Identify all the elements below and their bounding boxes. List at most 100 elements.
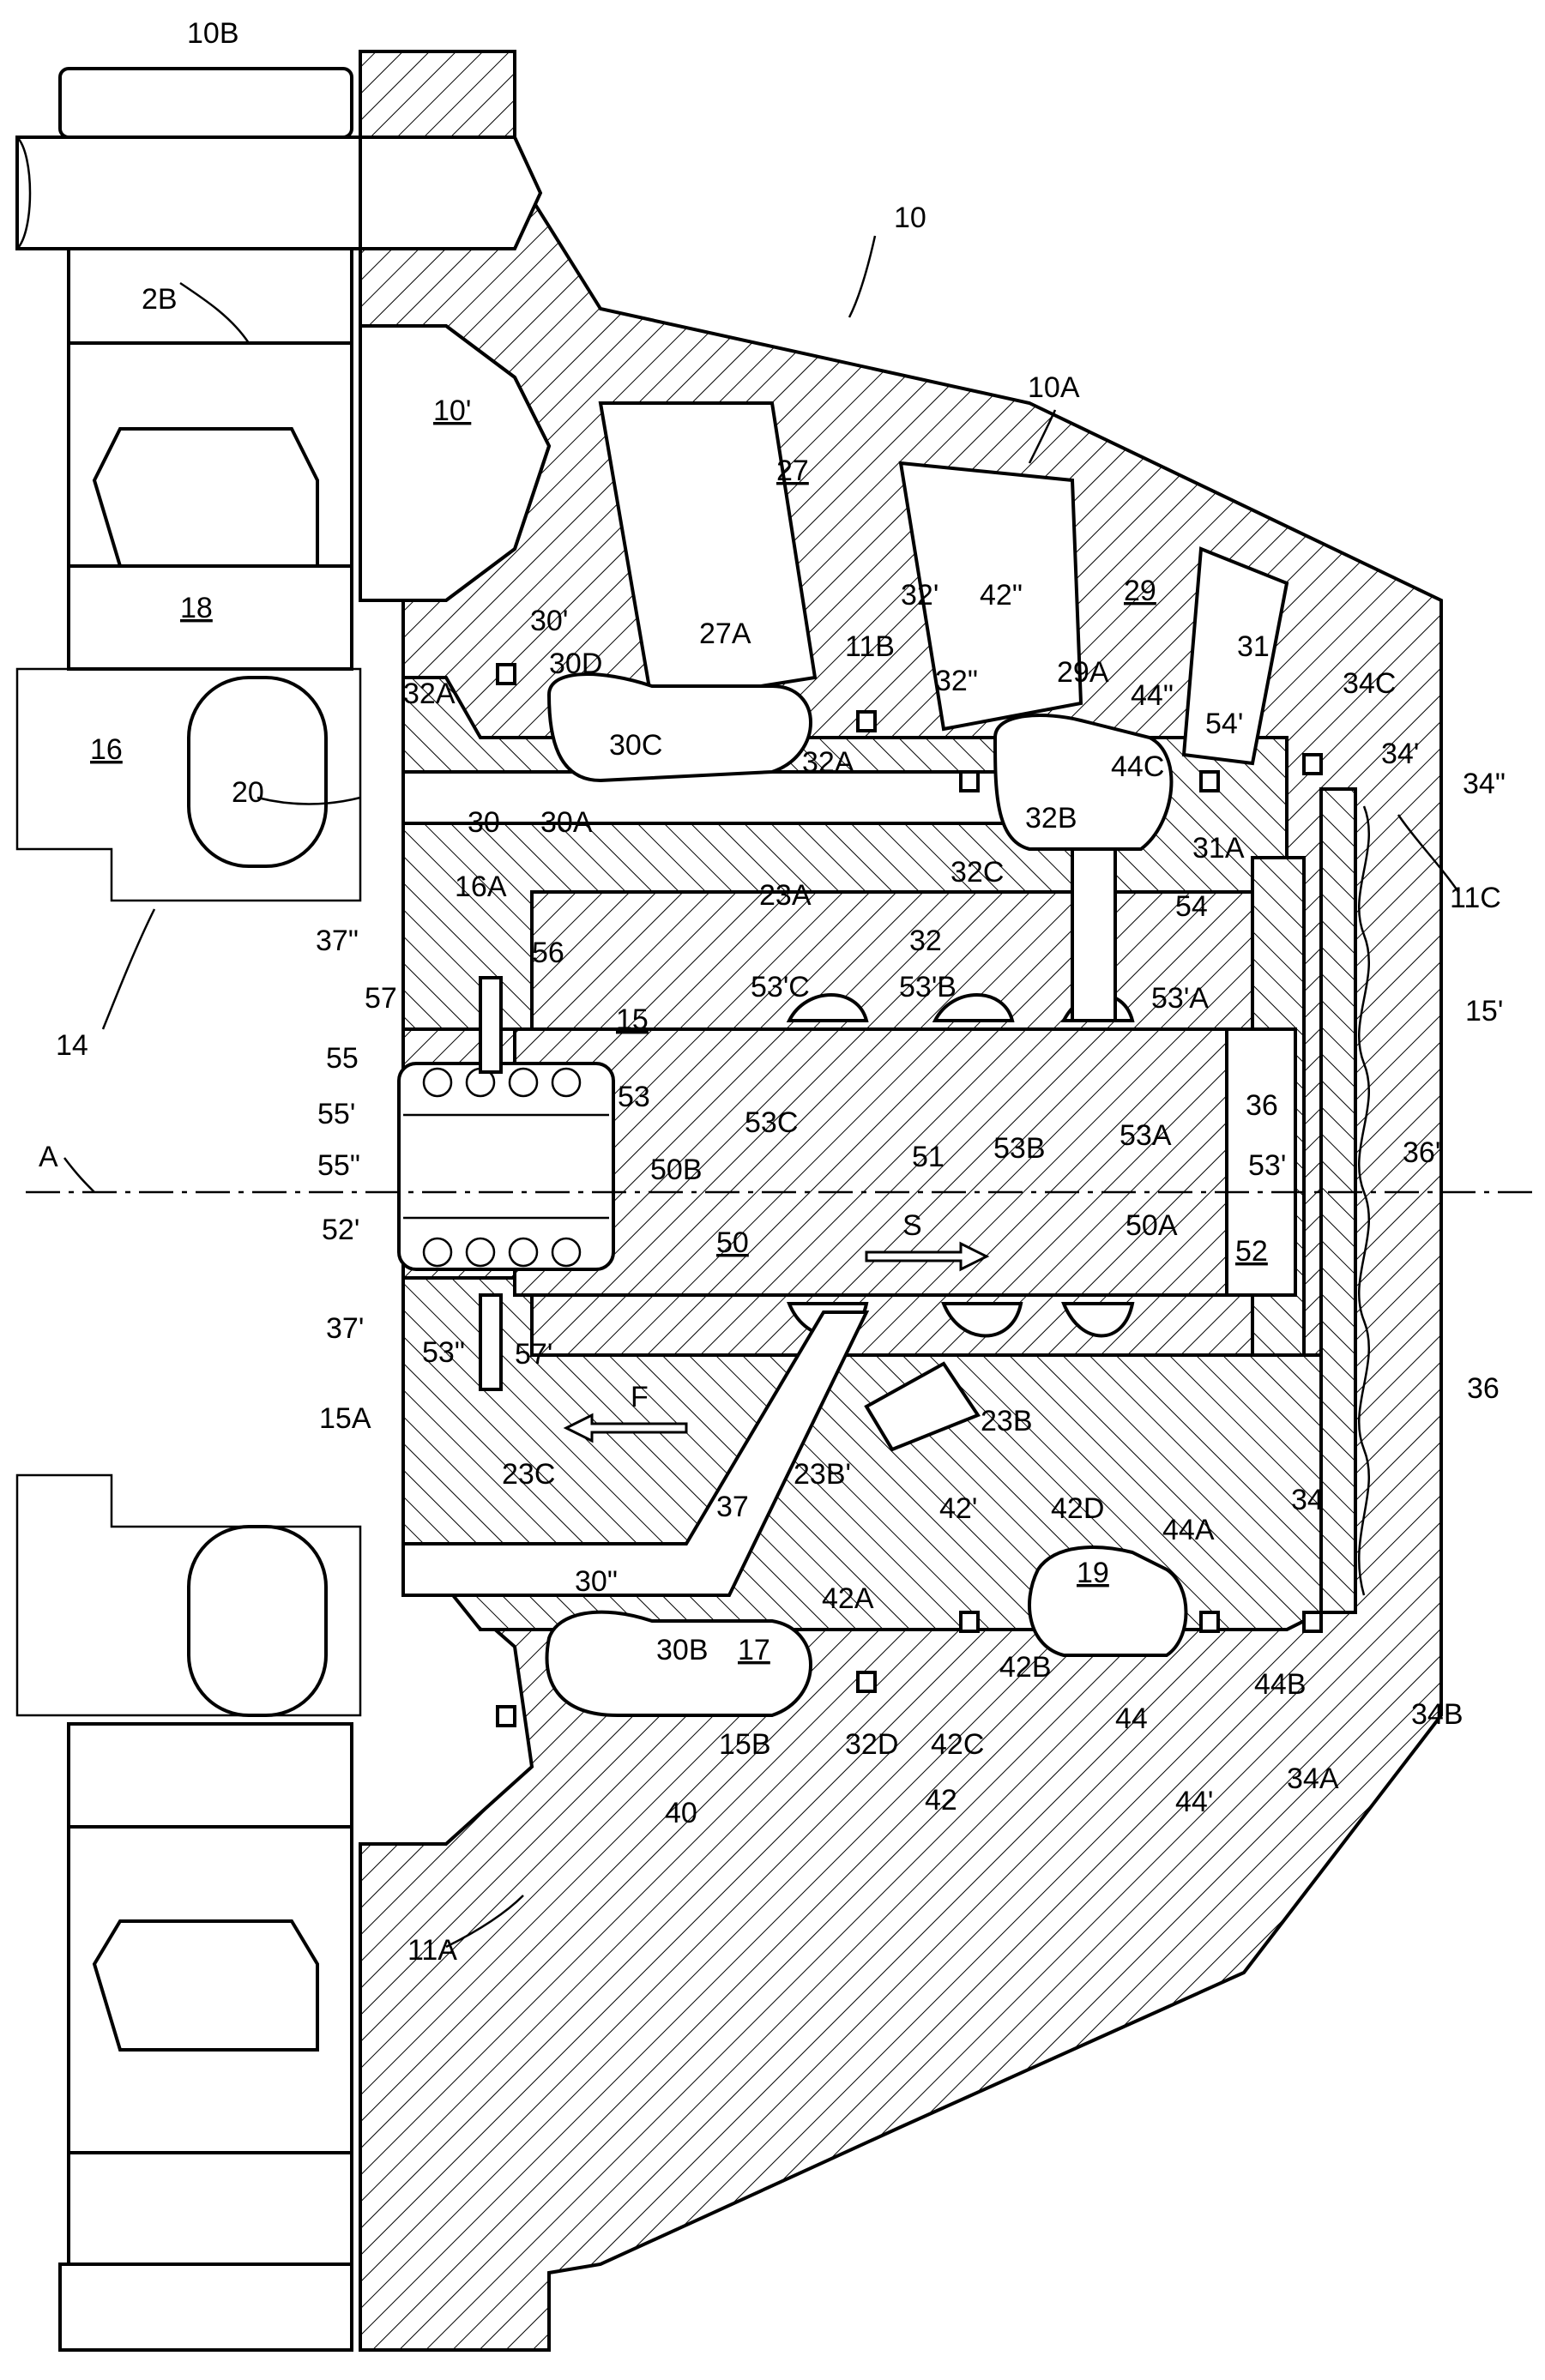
label-11C: 11C: [1450, 882, 1501, 914]
label-34A: 34A: [1287, 1762, 1339, 1795]
label-57: 57: [365, 982, 397, 1015]
label-30: 30: [468, 806, 500, 839]
label-31: 31: [1237, 630, 1270, 663]
label-23A: 23A: [759, 879, 812, 912]
label-53B: 53B: [993, 1132, 1046, 1165]
label-16: 16: [90, 733, 123, 766]
label-50: 50: [716, 1226, 749, 1259]
label-34C: 34C: [1343, 667, 1396, 700]
label-F: F: [631, 1381, 649, 1413]
cover-15-prime: [1321, 789, 1355, 1612]
label-15B: 15B: [719, 1728, 771, 1761]
label-55-prime: 55': [317, 1098, 355, 1130]
label-34: 34: [1291, 1484, 1324, 1516]
label-32C: 32C: [951, 856, 1004, 889]
label-42: 42: [925, 1784, 957, 1817]
valve-57-prime: [480, 1295, 501, 1389]
label-11A: 11A: [407, 1934, 457, 1967]
label-A: A: [39, 1141, 58, 1173]
label-53-prime-C: 53'C: [751, 971, 810, 1003]
label-34-prime: 34': [1381, 738, 1419, 770]
label-54-prime: 54': [1205, 708, 1243, 740]
label-15A: 15A: [319, 1402, 371, 1435]
label-16A: 16A: [455, 871, 507, 903]
label-23B: 23B: [981, 1405, 1033, 1437]
label-42-prime: 42': [939, 1492, 977, 1525]
label-10B: 10B: [187, 17, 239, 50]
valve-57: [480, 978, 501, 1072]
label-27A: 27A: [699, 618, 751, 650]
label-10-prime: 10': [433, 395, 471, 427]
label-15: 15: [616, 1003, 649, 1036]
label-32B: 32B: [1025, 802, 1077, 835]
label-18: 18: [180, 592, 213, 624]
label-53-prime-B: 53'B: [899, 971, 957, 1003]
label-S: S: [902, 1209, 922, 1242]
label-55: 55: [326, 1042, 359, 1075]
label-42C: 42C: [931, 1728, 984, 1761]
label-52-prime: 52': [322, 1214, 359, 1246]
label-30C: 30C: [609, 729, 662, 762]
label-42B: 42B: [999, 1651, 1052, 1684]
label-37-dprime: 37": [316, 925, 359, 957]
label-42D: 42D: [1051, 1492, 1104, 1525]
label-30B: 30B: [656, 1634, 709, 1666]
label-44B: 44B: [1254, 1668, 1307, 1701]
label-32A-top: 32A: [403, 678, 456, 710]
label-34-dprime: 34": [1463, 768, 1506, 800]
label-32: 32: [909, 925, 942, 957]
label-51: 51: [912, 1141, 945, 1173]
label-42A: 42A: [822, 1582, 874, 1615]
label-30A: 30A: [540, 806, 593, 839]
label-30-dprime: 30": [575, 1565, 618, 1598]
upper-piston-assembly: [69, 249, 352, 866]
label-36-prime: 36': [1403, 1136, 1440, 1169]
label-53-prime-A: 53'A: [1151, 982, 1209, 1015]
label-32-prime: 32': [901, 579, 938, 612]
label-27: 27: [776, 455, 809, 487]
label-32A-mid: 32A: [802, 746, 854, 779]
label-44A: 44A: [1162, 1514, 1215, 1546]
label-30-prime: 30': [530, 605, 568, 637]
label-15-prime: 15': [1465, 995, 1503, 1027]
label-14: 14: [56, 1029, 88, 1062]
label-29: 29: [1124, 575, 1156, 607]
label-37: 37: [716, 1491, 749, 1523]
spring-chamber: [399, 1063, 613, 1269]
label-34B: 34B: [1411, 1698, 1464, 1731]
label-10: 10: [894, 202, 926, 234]
label-23C: 23C: [502, 1458, 555, 1491]
label-36-top: 36: [1246, 1089, 1278, 1122]
label-57-prime: 57': [515, 1338, 552, 1371]
label-53: 53: [618, 1081, 650, 1113]
label-44-dprime: 44": [1131, 679, 1174, 712]
label-23B-prime: 23B': [794, 1458, 851, 1491]
label-17: 17: [738, 1634, 770, 1666]
label-53-prime: 53': [1248, 1149, 1286, 1182]
label-53C: 53C: [745, 1106, 798, 1139]
label-52: 52: [1235, 1235, 1268, 1268]
label-2B: 2B: [142, 283, 178, 316]
label-37-prime: 37': [326, 1312, 364, 1345]
label-44: 44: [1115, 1702, 1148, 1735]
label-55-dprime: 55": [317, 1149, 360, 1182]
label-54: 54: [1175, 890, 1208, 923]
label-32D: 32D: [845, 1728, 898, 1761]
label-50B: 50B: [650, 1154, 703, 1186]
label-40: 40: [665, 1797, 697, 1829]
label-32-dprime: 32": [935, 665, 978, 697]
label-50A: 50A: [1126, 1209, 1178, 1242]
lower-piston-assembly: [60, 1527, 352, 2350]
label-36-bot: 36: [1467, 1372, 1500, 1405]
label-11B: 11B: [845, 630, 895, 663]
label-53A: 53A: [1120, 1119, 1172, 1152]
label-30D: 30D: [549, 648, 602, 680]
label-20: 20: [232, 776, 264, 809]
label-56: 56: [532, 937, 564, 969]
label-10A: 10A: [1028, 371, 1080, 404]
label-42-dprime: 42": [980, 579, 1023, 612]
label-31A: 31A: [1192, 832, 1245, 865]
label-44-prime: 44': [1175, 1786, 1213, 1818]
label-29A: 29A: [1057, 656, 1109, 689]
